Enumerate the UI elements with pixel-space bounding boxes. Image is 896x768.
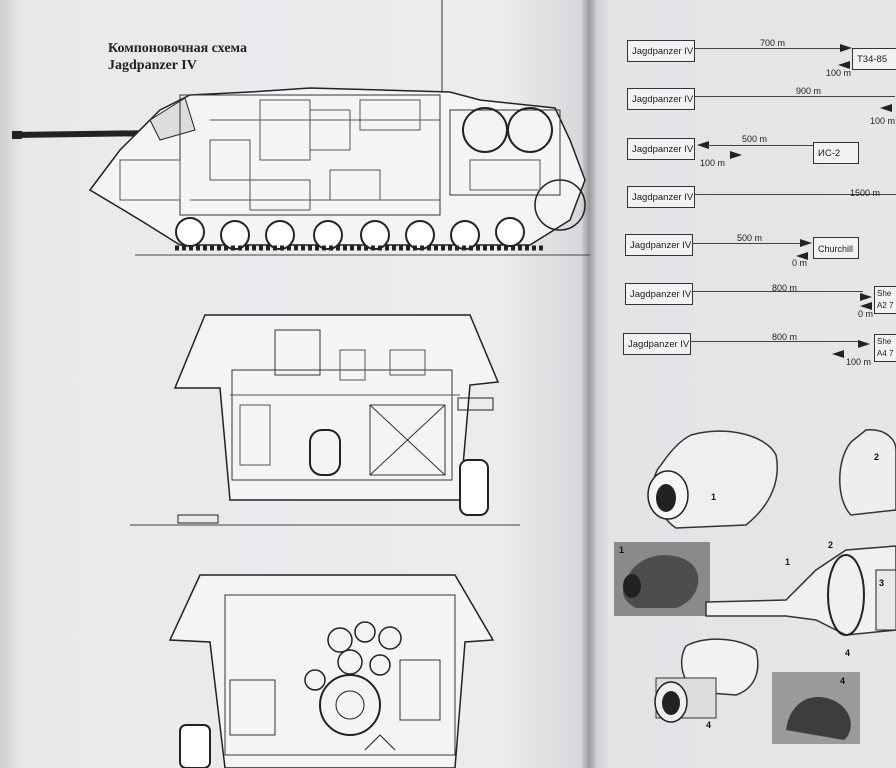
row-3-arrow-forward	[730, 151, 742, 159]
photo-label-1b: 1	[619, 545, 625, 555]
row-6-target: She A2 7	[874, 286, 896, 314]
photo-label-1: 1	[711, 492, 717, 502]
row-4-line	[695, 194, 896, 195]
row-2-distance-bottom: 100 m	[870, 116, 896, 126]
row-1-arrow	[840, 44, 852, 52]
title-line-1: Компоновочная схема	[108, 41, 247, 56]
row-3-arrow	[697, 141, 709, 149]
row-1-line	[695, 48, 847, 49]
row-6-distance-top: 800 m	[772, 283, 798, 293]
row-5-arrow	[800, 239, 812, 247]
row-2-line	[695, 96, 895, 97]
row-5-vehicle: Jagdpanzer IV	[625, 234, 693, 256]
row-5-target: Churchill	[813, 237, 859, 259]
page-title: Компоновочная схема Jagdpanzer IV	[108, 40, 247, 74]
row-3-distance-bottom: 100 m	[700, 158, 726, 168]
row-1-arrow-back	[838, 61, 850, 69]
book-gutter	[582, 0, 596, 768]
side-view-drawing	[11, 0, 590, 256]
photo-label-3: 3	[879, 578, 885, 588]
cross-section-drawing	[130, 314, 520, 526]
row-7-vehicle: Jagdpanzer IV	[623, 333, 691, 355]
row-2-arrow-back	[880, 104, 892, 112]
row-2-distance-top: 900 m	[796, 86, 822, 96]
row-1-distance-top: 700 m	[760, 38, 786, 48]
photo-label-4: 4	[845, 648, 851, 658]
row-1-target: T34-85	[852, 48, 896, 70]
row-6-vehicle: Jagdpanzer IV	[625, 283, 693, 305]
component-illustrations	[614, 429, 896, 744]
photo-label-2b: 2	[828, 540, 834, 550]
row-5-distance-top: 500 m	[737, 233, 763, 243]
row-6-distance-bottom: 0 m	[858, 309, 874, 319]
row-7-arrow	[858, 340, 870, 348]
row-7-distance-bottom: 100 m	[846, 357, 872, 367]
row-2-vehicle: Jagdpanzer IV	[627, 88, 695, 110]
row-3-target: ИС-2	[813, 142, 859, 164]
photo-label-1c: 1	[785, 557, 791, 567]
photo-label-4c: 4	[840, 676, 846, 686]
row-4-vehicle: Jagdpanzer IV	[627, 186, 695, 208]
row-3-line	[707, 145, 813, 146]
row-1-distance-bottom: 100 m	[826, 68, 852, 78]
right-page	[592, 0, 896, 768]
row-5-line	[693, 243, 803, 244]
row-7-line	[691, 341, 861, 342]
row-7-arrow-back	[832, 350, 844, 358]
title-line-2: Jagdpanzer IV	[108, 58, 197, 73]
row-6-arrow	[860, 293, 872, 301]
row-6-arrow-back	[860, 302, 872, 310]
row-4-distance-top: 1500 m	[850, 188, 881, 198]
row-1-vehicle: Jagdpanzer IV	[627, 40, 695, 62]
photo-label-4b: 4	[706, 720, 712, 730]
row-3-vehicle: Jagdpanzer IV	[627, 138, 695, 160]
row-7-distance-top: 800 m	[772, 332, 798, 342]
engine-section-drawing	[168, 574, 495, 768]
row-6-line	[693, 291, 863, 292]
photo-label-2: 2	[874, 452, 880, 462]
row-3-distance-top: 500 m	[742, 134, 768, 144]
row-7-target: She A4 7	[874, 334, 896, 362]
row-5-distance-bottom: 0 m	[792, 258, 808, 268]
row-5-arrow-back	[796, 252, 808, 260]
